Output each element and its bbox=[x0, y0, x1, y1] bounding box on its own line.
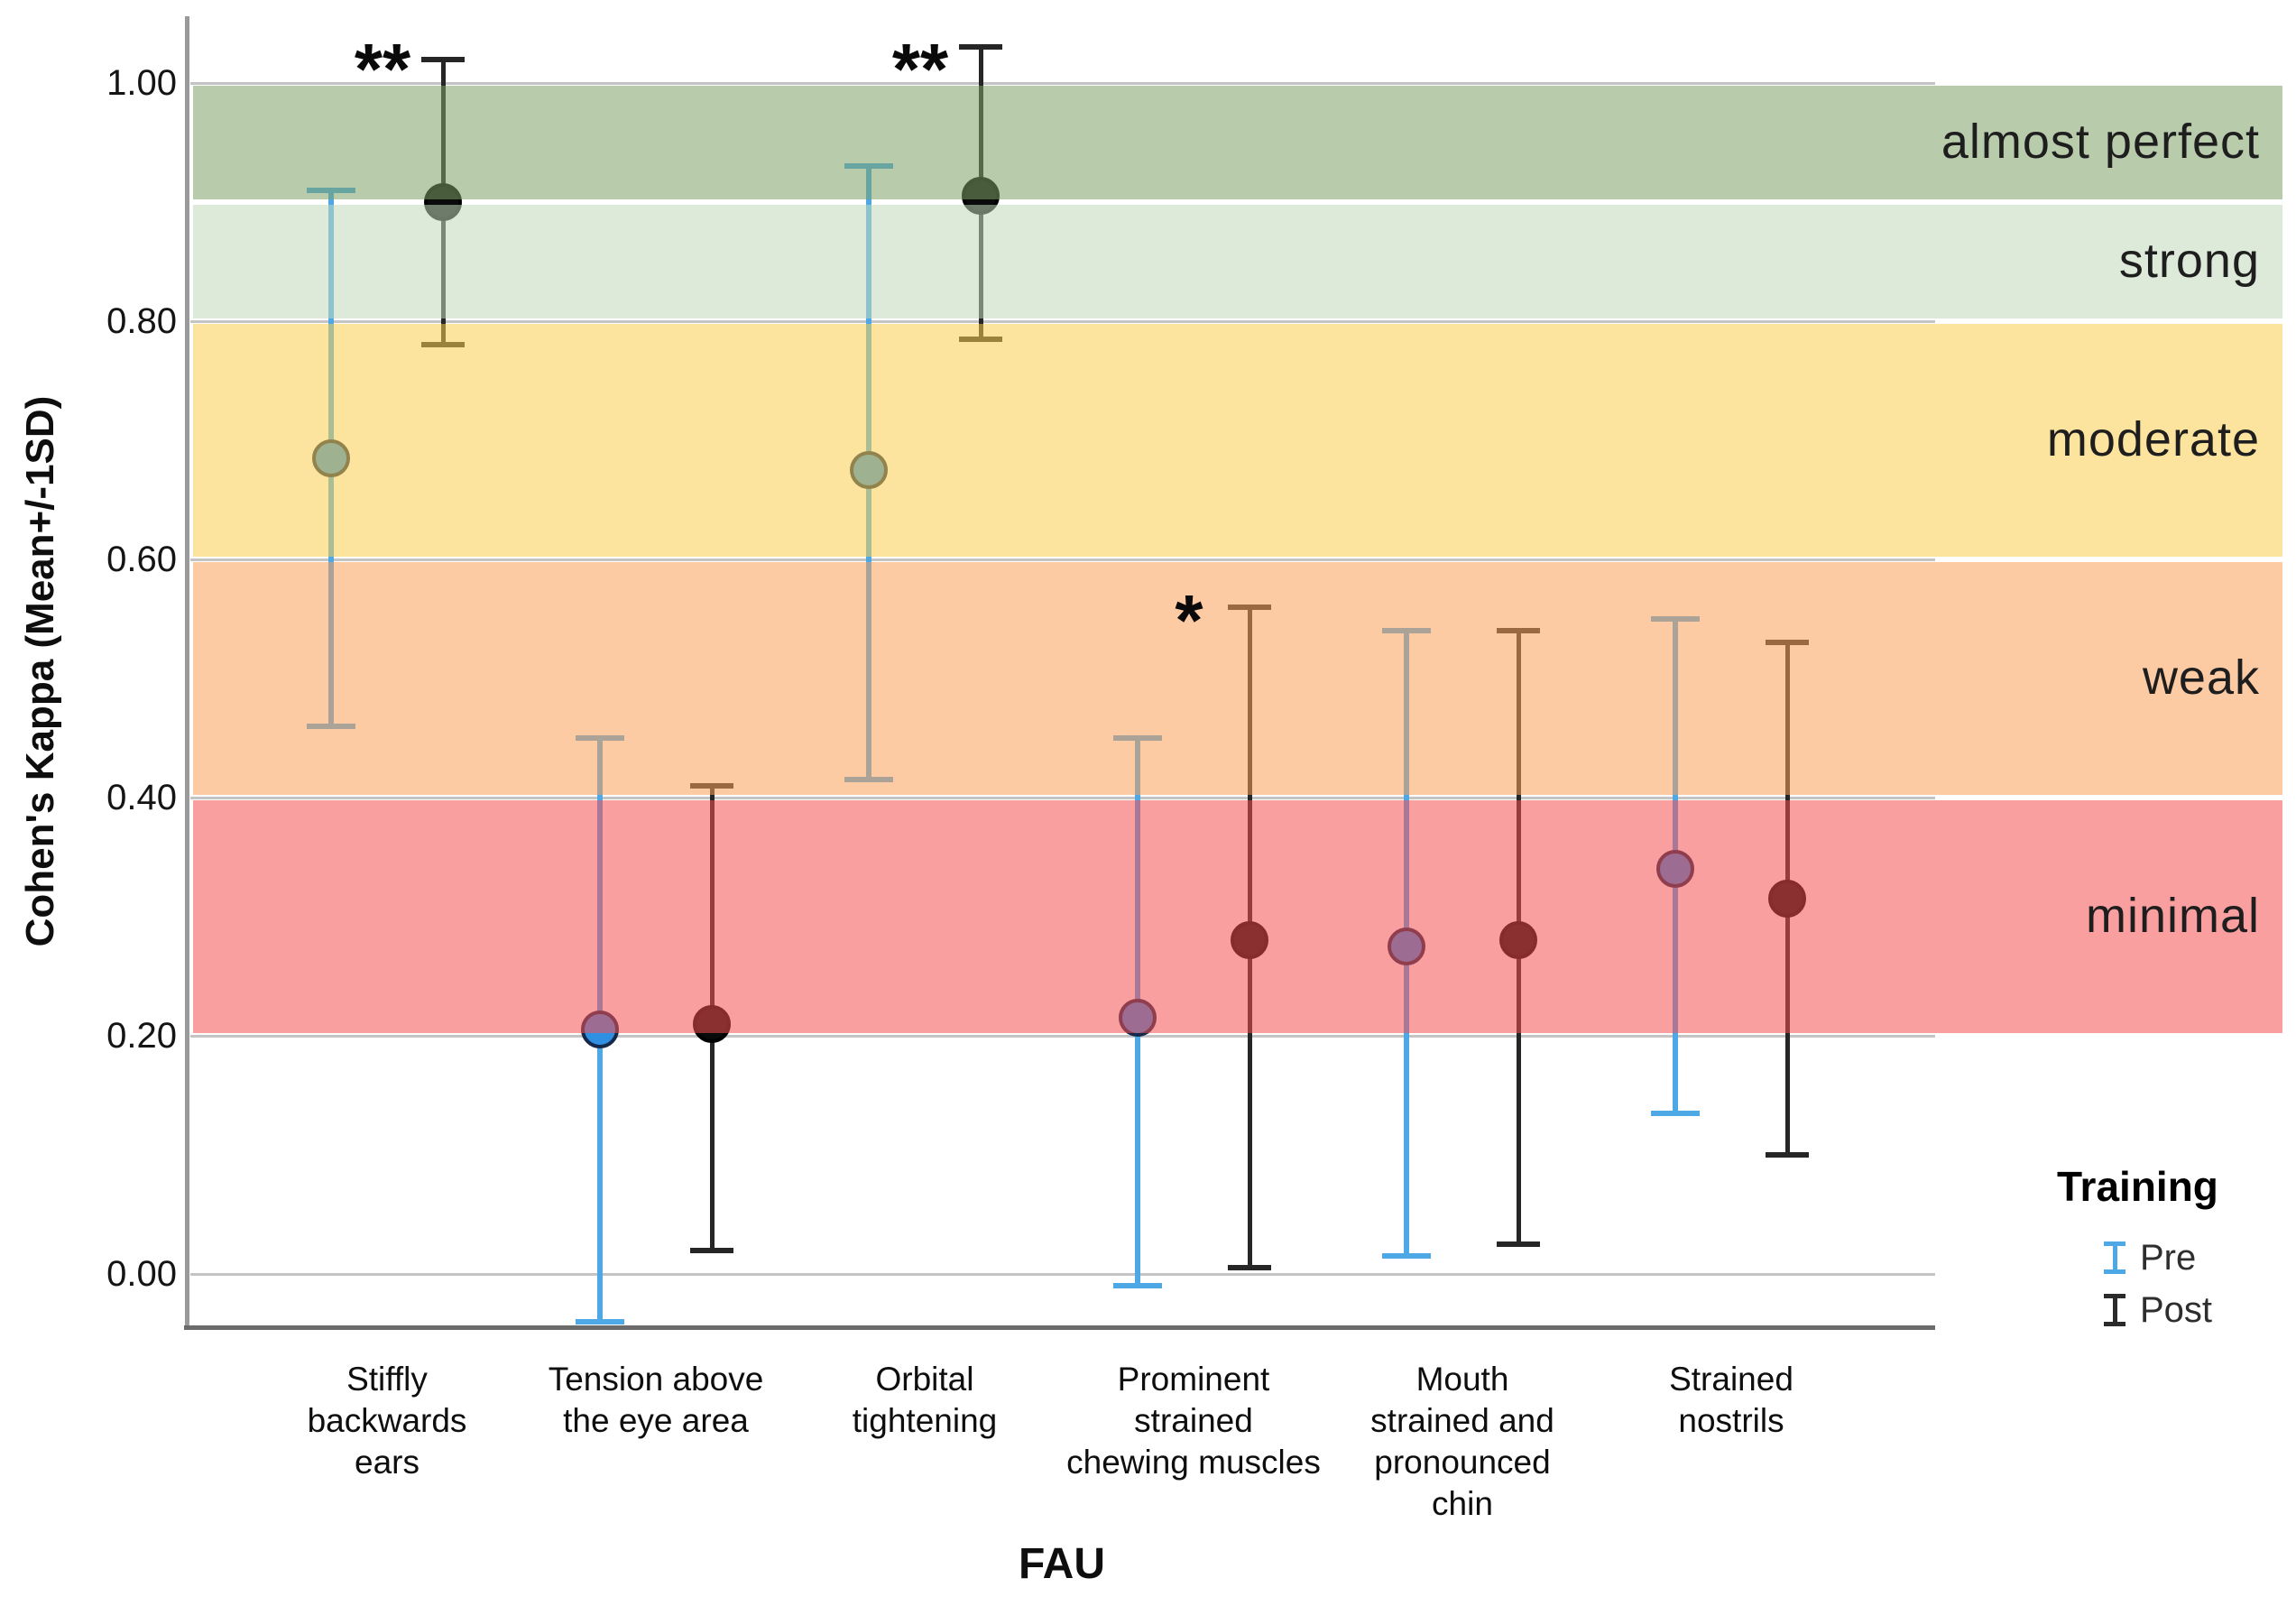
post-error-bar-cap-upper bbox=[690, 782, 733, 789]
gridline bbox=[190, 558, 1935, 561]
gridline bbox=[190, 82, 1935, 85]
band-label-strong: strong bbox=[2118, 234, 2260, 288]
pre-marker bbox=[1656, 850, 1694, 889]
post-marker bbox=[693, 1004, 731, 1043]
band-label-moderate: moderate bbox=[2046, 412, 2260, 466]
post-error-bar-cap-upper bbox=[1497, 628, 1540, 634]
pre-error-bar-cap-upper bbox=[1113, 735, 1162, 741]
y-tick-label: 1.00 bbox=[106, 63, 177, 103]
significance-marker: ** bbox=[354, 29, 411, 109]
post-marker bbox=[1231, 921, 1268, 960]
pre-marker bbox=[1388, 928, 1425, 965]
pre-error-bar-cap-lower bbox=[844, 777, 893, 783]
significance-marker: ** bbox=[891, 29, 949, 109]
post-error-bar-cap-lower bbox=[421, 342, 465, 348]
legend-item-post: Post bbox=[2104, 1288, 2218, 1332]
post-error-bar-cap-lower bbox=[959, 336, 1002, 342]
y-axis-title: Cohen's Kappa (Mean+/-1SD) bbox=[18, 395, 62, 947]
x-category-label: Tension above the eye area bbox=[548, 1361, 764, 1439]
pre-marker bbox=[1119, 999, 1157, 1038]
post-error-bar-cap-lower bbox=[1766, 1152, 1809, 1158]
post-marker bbox=[1499, 921, 1537, 960]
y-tick-label: 0.80 bbox=[106, 301, 177, 341]
y-tick-label: 0.20 bbox=[106, 1016, 177, 1056]
band-label-minimal: minimal bbox=[2085, 889, 2260, 943]
post-error-bar-cap-lower bbox=[1497, 1241, 1540, 1247]
band-label-almost-perfect: almost perfect bbox=[1941, 115, 2260, 169]
gridline bbox=[190, 1273, 1935, 1276]
gridline bbox=[190, 1035, 1935, 1038]
post-error-bar-cap-lower bbox=[1228, 1265, 1271, 1271]
x-axis-line bbox=[184, 1325, 1935, 1330]
legend-item-pre: Pre bbox=[2104, 1236, 2218, 1279]
pre-error-bar-cap-upper bbox=[1382, 628, 1431, 634]
x-category-label: Prominent strained chewing muscles bbox=[1066, 1361, 1321, 1481]
pre-error-bar-cap-lower bbox=[576, 1318, 624, 1324]
pre-error-bar-cap-lower bbox=[307, 723, 355, 729]
pre-marker bbox=[312, 438, 350, 477]
pre-error-bar-cap-upper bbox=[844, 163, 893, 170]
y-axis-line bbox=[185, 16, 189, 1330]
pre-error-bar-cap-lower bbox=[1113, 1283, 1162, 1289]
x-category-label: Orbital tightening bbox=[852, 1361, 998, 1439]
post-error-bar-cap-upper bbox=[1766, 640, 1809, 646]
post-marker bbox=[424, 183, 462, 221]
pre-error-bar-cap-upper bbox=[307, 187, 355, 193]
pre-marker bbox=[850, 451, 888, 489]
pre-error-bar-cap-upper bbox=[576, 735, 624, 741]
x-category-label: Strained nostrils bbox=[1669, 1361, 1793, 1439]
post-marker bbox=[962, 177, 1000, 216]
x-category-label: Stiffly backwards ears bbox=[307, 1361, 467, 1481]
post-error-bar-cap-lower bbox=[690, 1247, 733, 1253]
x-axis-title: FAU bbox=[1019, 1540, 1105, 1588]
y-tick-label: 0.40 bbox=[106, 778, 177, 817]
pre-error-bar-cap-lower bbox=[1382, 1253, 1431, 1260]
y-tick-label: 0.60 bbox=[106, 540, 177, 579]
legend-item-label: Pre bbox=[2140, 1237, 2197, 1278]
gridline bbox=[190, 320, 1935, 323]
legend-item-label: Post bbox=[2140, 1289, 2213, 1330]
legend: Training Pre Post bbox=[2057, 1162, 2218, 1341]
pre-error-bar-cap-lower bbox=[1651, 1110, 1700, 1116]
pre-errorbar-icon bbox=[2104, 1241, 2125, 1274]
pre-marker bbox=[581, 1011, 619, 1049]
band-label-weak: weak bbox=[2142, 651, 2260, 705]
post-errorbar-icon bbox=[2104, 1294, 2125, 1326]
significance-marker: * bbox=[1175, 580, 1203, 661]
x-category-label: Mouth strained and pronounced chin bbox=[1370, 1361, 1554, 1522]
post-error-bar-cap-upper bbox=[959, 44, 1002, 51]
gridline bbox=[190, 797, 1935, 799]
pre-error-bar-cap-upper bbox=[1651, 616, 1700, 622]
post-error-bar-cap-upper bbox=[421, 56, 465, 62]
legend-title: Training bbox=[2057, 1163, 2218, 1210]
y-tick-label: 0.00 bbox=[106, 1254, 177, 1294]
